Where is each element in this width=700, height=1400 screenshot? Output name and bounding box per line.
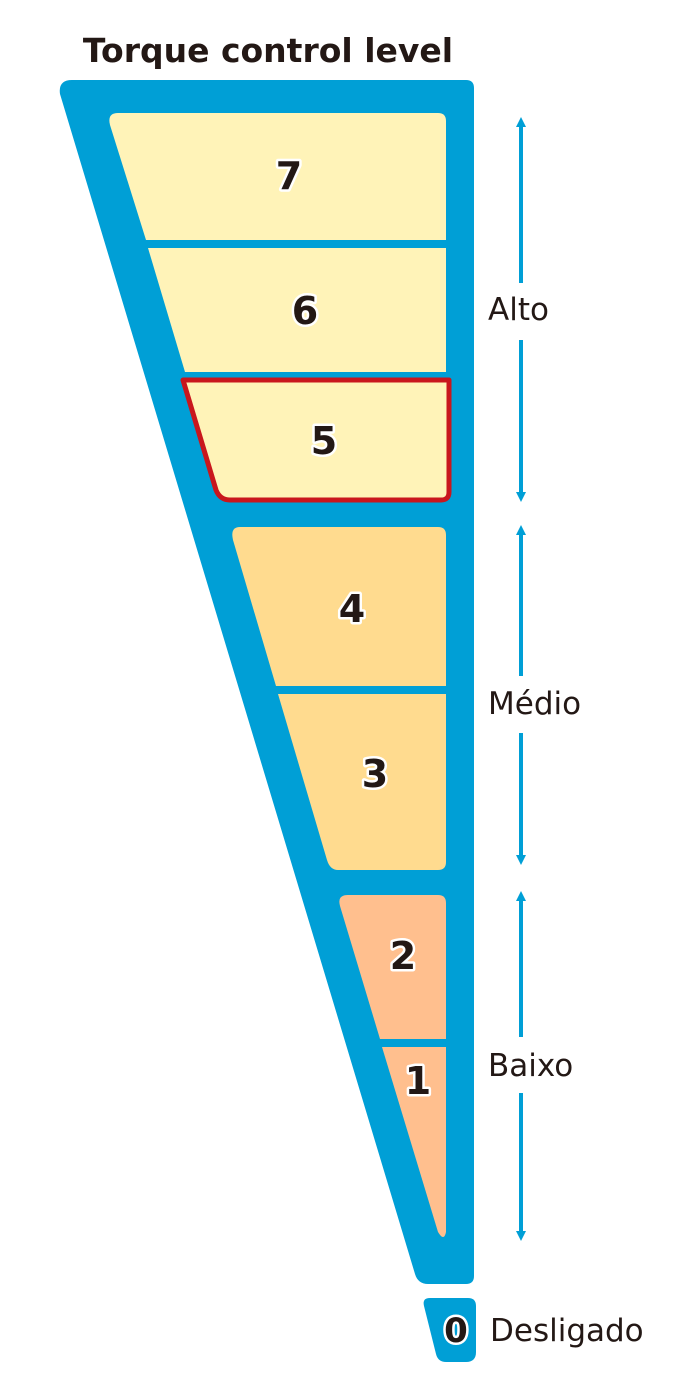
level-segment-3[interactable] <box>278 694 446 870</box>
level-number-1: 1 <box>405 1059 431 1103</box>
diagram-title: Torque control level <box>83 31 453 70</box>
group-label-low: Baixo <box>488 1048 573 1084</box>
off-level-badge[interactable] <box>423 1298 476 1362</box>
level-number-3: 3 <box>362 752 388 796</box>
level-number-5: 5 <box>311 419 337 463</box>
group-label-high: Alto <box>488 292 549 328</box>
level-segment-5[interactable] <box>180 377 452 503</box>
level-number-6: 6 <box>292 289 318 333</box>
level-segment-7[interactable] <box>109 113 446 240</box>
level-segment-4[interactable] <box>232 527 446 686</box>
level-number-7: 7 <box>276 154 302 198</box>
group-label-medium: Médio <box>488 686 581 722</box>
level-number-4: 4 <box>339 587 365 631</box>
off-level-label: Desligado <box>490 1313 644 1349</box>
off-level-number: 0 <box>444 1311 468 1351</box>
level-segment-6[interactable] <box>148 248 446 372</box>
level-segment-2[interactable] <box>339 895 446 1039</box>
level-segment-1[interactable] <box>382 1047 446 1237</box>
level-number-2: 2 <box>390 934 416 978</box>
